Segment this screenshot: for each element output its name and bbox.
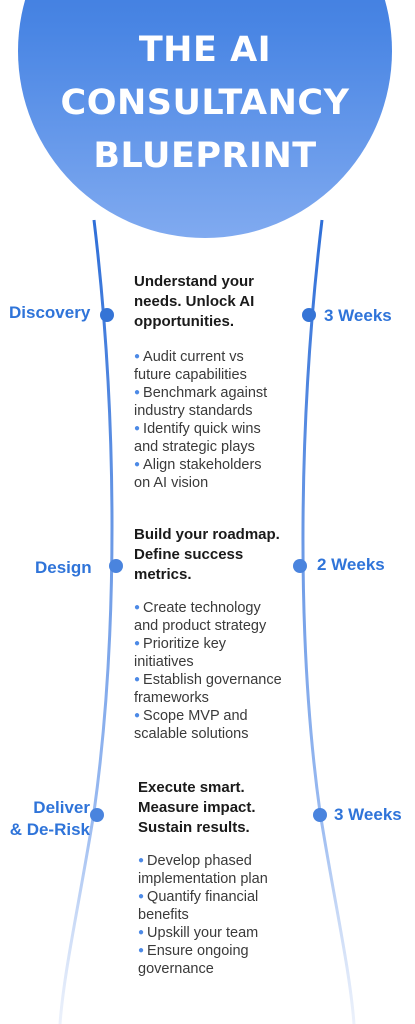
phase-headline-discovery: Understand your needs. Unlock AI opportu…: [134, 273, 255, 330]
phase-duration-design: 2 Weeks: [317, 555, 385, 574]
bullet-item: ●Benchmark against industry standards: [134, 385, 268, 419]
bullet-dot-icon: ●: [138, 945, 145, 956]
bullet-dot-icon: ●: [138, 927, 145, 938]
bullet-item: ●Create technology and product strategy: [134, 600, 267, 634]
bullet-item: ●Scope MVP and scalable solutions: [134, 708, 249, 742]
bullet-dot-icon: ●: [134, 674, 141, 685]
bullet-item: ●Establish governance frameworks: [134, 672, 282, 706]
title-line-2: CONSULTANCY: [60, 83, 350, 123]
bullet-item: ●Quantify financial benefits: [138, 889, 259, 923]
phase-name-design: Design: [35, 558, 92, 577]
bullet-dot-icon: ●: [138, 891, 145, 902]
left-timeline-curve: [58, 219, 114, 1024]
timeline-node-deliver-left: [90, 808, 104, 822]
timeline-node-discovery-right: [302, 308, 316, 322]
bullet-dot-icon: ●: [138, 855, 145, 866]
bullet-item: ●Identify quick wins and strategic plays: [134, 421, 261, 455]
timeline-node-discovery-left: [100, 308, 114, 322]
bullet-dot-icon: ●: [134, 459, 141, 470]
bullet-item: ●Develop phased implementation plan: [138, 853, 268, 887]
bullet-item: ●Align stakeholders on AI vision: [134, 457, 262, 491]
timeline-node-design-left: [109, 559, 123, 573]
phase-name-deliver: Deliver & De-Risk: [9, 798, 90, 839]
timeline-node-deliver-right: [313, 808, 327, 822]
phase-duration-discovery: 3 Weeks: [324, 306, 392, 325]
bullet-dot-icon: ●: [134, 387, 141, 398]
bullet-dot-icon: ●: [134, 710, 141, 721]
phase-headline-deliver: Execute smart. Measure impact. Sustain r…: [138, 779, 256, 836]
phase-duration-deliver: 3 Weeks: [334, 805, 402, 824]
title-line-3: BLUEPRINT: [93, 136, 317, 176]
bullet-item: ●Audit current vs future capabilities: [134, 349, 247, 383]
phase-headline-design: Build your roadmap. Define success metri…: [134, 526, 280, 583]
bullet-item: ●Ensure ongoing governance: [138, 943, 249, 977]
title-line-1: THE AI: [138, 30, 272, 70]
bullet-dot-icon: ●: [134, 351, 141, 362]
bullet-item: ●Prioritize key initiatives: [134, 636, 227, 670]
right-timeline-curve: [301, 219, 356, 1024]
phase-bullets-design: ●Create technology and product strategy …: [134, 599, 282, 743]
page-title: THE AI CONSULTANCY BLUEPRINT: [18, 24, 392, 183]
bullet-item: ●Upskill your team: [138, 925, 259, 941]
bullet-dot-icon: ●: [134, 638, 141, 649]
timeline-node-design-right: [293, 559, 307, 573]
phase-bullets-deliver: ●Develop phased implementation plan ●Qua…: [138, 852, 268, 978]
bullet-dot-icon: ●: [134, 423, 141, 434]
phase-bullets-discovery: ●Audit current vs future capabilities ●B…: [134, 348, 267, 492]
phase-name-discovery: Discovery: [9, 303, 91, 322]
bullet-dot-icon: ●: [134, 602, 141, 613]
